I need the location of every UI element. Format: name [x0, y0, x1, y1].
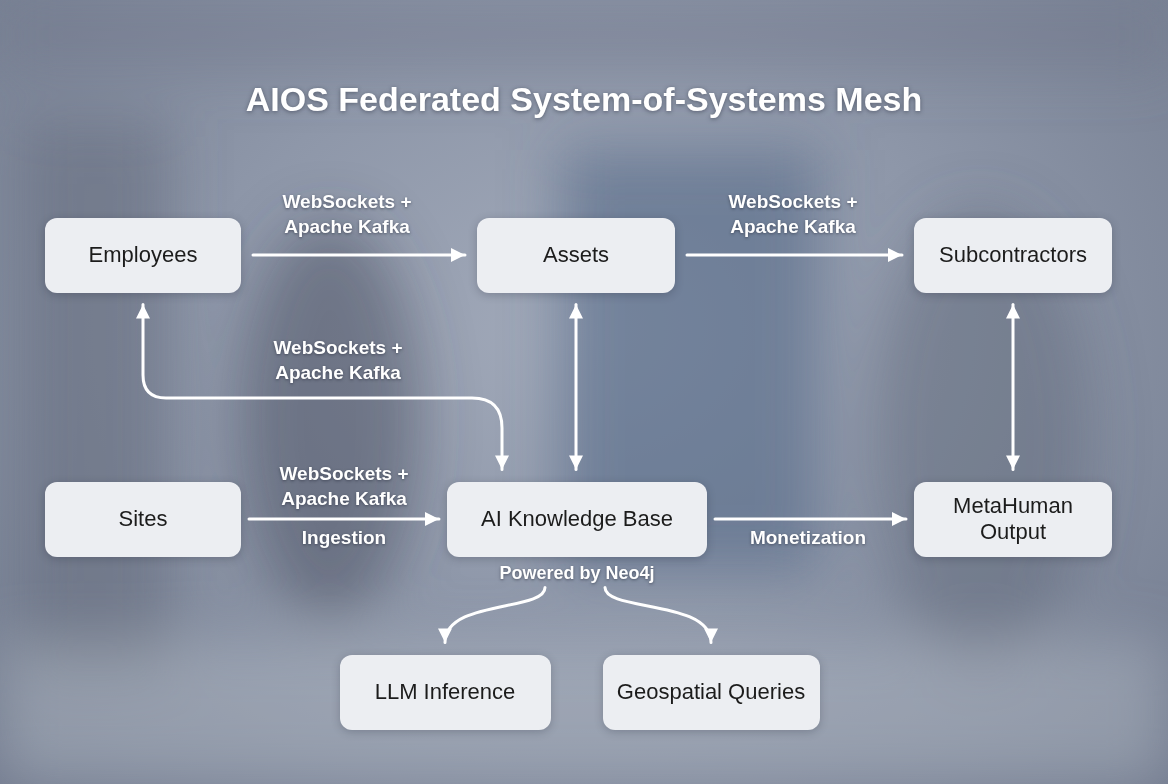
arrow-head: [425, 512, 439, 526]
connector-line: [715, 518, 906, 521]
note-label: Ingestion: [264, 526, 424, 551]
edge-label: WebSockets + Apache Kafka: [258, 336, 418, 385]
edge-label: WebSockets + Apache Kafka: [264, 462, 424, 511]
arrow-head: [1006, 305, 1020, 319]
node-label: MetaHuman Output: [938, 493, 1088, 546]
box-shape: Subcontractors: [914, 218, 1112, 293]
arrow-head: [892, 512, 906, 526]
node-box: Assets: [477, 218, 675, 293]
connector: [253, 248, 465, 262]
connector-line: [249, 518, 439, 521]
arrow-head: [704, 629, 718, 643]
edge-label: WebSockets + Apache Kafka: [267, 190, 427, 239]
connector: [1006, 305, 1020, 470]
arrow-head: [569, 456, 583, 470]
node-box: Geospatial Queries: [603, 655, 820, 730]
node-box: Employees: [45, 218, 241, 293]
connector: [569, 305, 583, 470]
node-box: AI Knowledge BasePowered by Neo4j: [447, 482, 707, 584]
node-box: LLM Inference: [340, 655, 551, 730]
box-shape: MetaHuman Output: [914, 482, 1112, 557]
node-label: LLM Inference: [375, 679, 516, 705]
edge-label: WebSockets + Apache Kafka: [713, 190, 873, 239]
arrow-head: [451, 248, 465, 262]
connector: [687, 248, 902, 262]
connector: [249, 512, 439, 526]
arrow-head: [569, 305, 583, 319]
node-box: Sites: [45, 482, 241, 557]
box-shape: Employees: [45, 218, 241, 293]
arrow-head: [888, 248, 902, 262]
box-shape: AI Knowledge Base: [447, 482, 707, 557]
connector: [715, 512, 906, 526]
diagram-title: AIOS Federated System-of-Systems Mesh: [0, 80, 1168, 119]
connector-line: [605, 588, 711, 643]
node-box: Subcontractors: [914, 218, 1112, 293]
connector: [438, 588, 545, 643]
edge-label: Monetization: [728, 526, 888, 551]
node-label: Sites: [119, 506, 168, 532]
connector-line: [445, 588, 545, 643]
connector-line: [143, 305, 502, 470]
node-label: Assets: [543, 242, 609, 268]
node-label: AI Knowledge Base: [481, 506, 673, 532]
box-shape: Assets: [477, 218, 675, 293]
node-label: Employees: [89, 242, 198, 268]
connector-line: [687, 254, 902, 257]
node-box: MetaHuman Output: [914, 482, 1112, 557]
connector: [136, 305, 509, 470]
connector-line: [575, 305, 578, 470]
node-subtitle: Powered by Neo4j: [447, 563, 707, 584]
arrow-head: [495, 456, 509, 470]
node-label: Subcontractors: [939, 242, 1087, 268]
connector-line: [1012, 305, 1015, 470]
connector-line: [253, 254, 465, 257]
arrow-head: [1006, 456, 1020, 470]
box-shape: LLM Inference: [340, 655, 551, 730]
box-shape: Geospatial Queries: [603, 655, 820, 730]
node-label: Geospatial Queries: [617, 679, 805, 705]
arrow-head: [136, 305, 150, 319]
connector: [605, 588, 718, 643]
arrow-head: [438, 629, 452, 643]
box-shape: Sites: [45, 482, 241, 557]
